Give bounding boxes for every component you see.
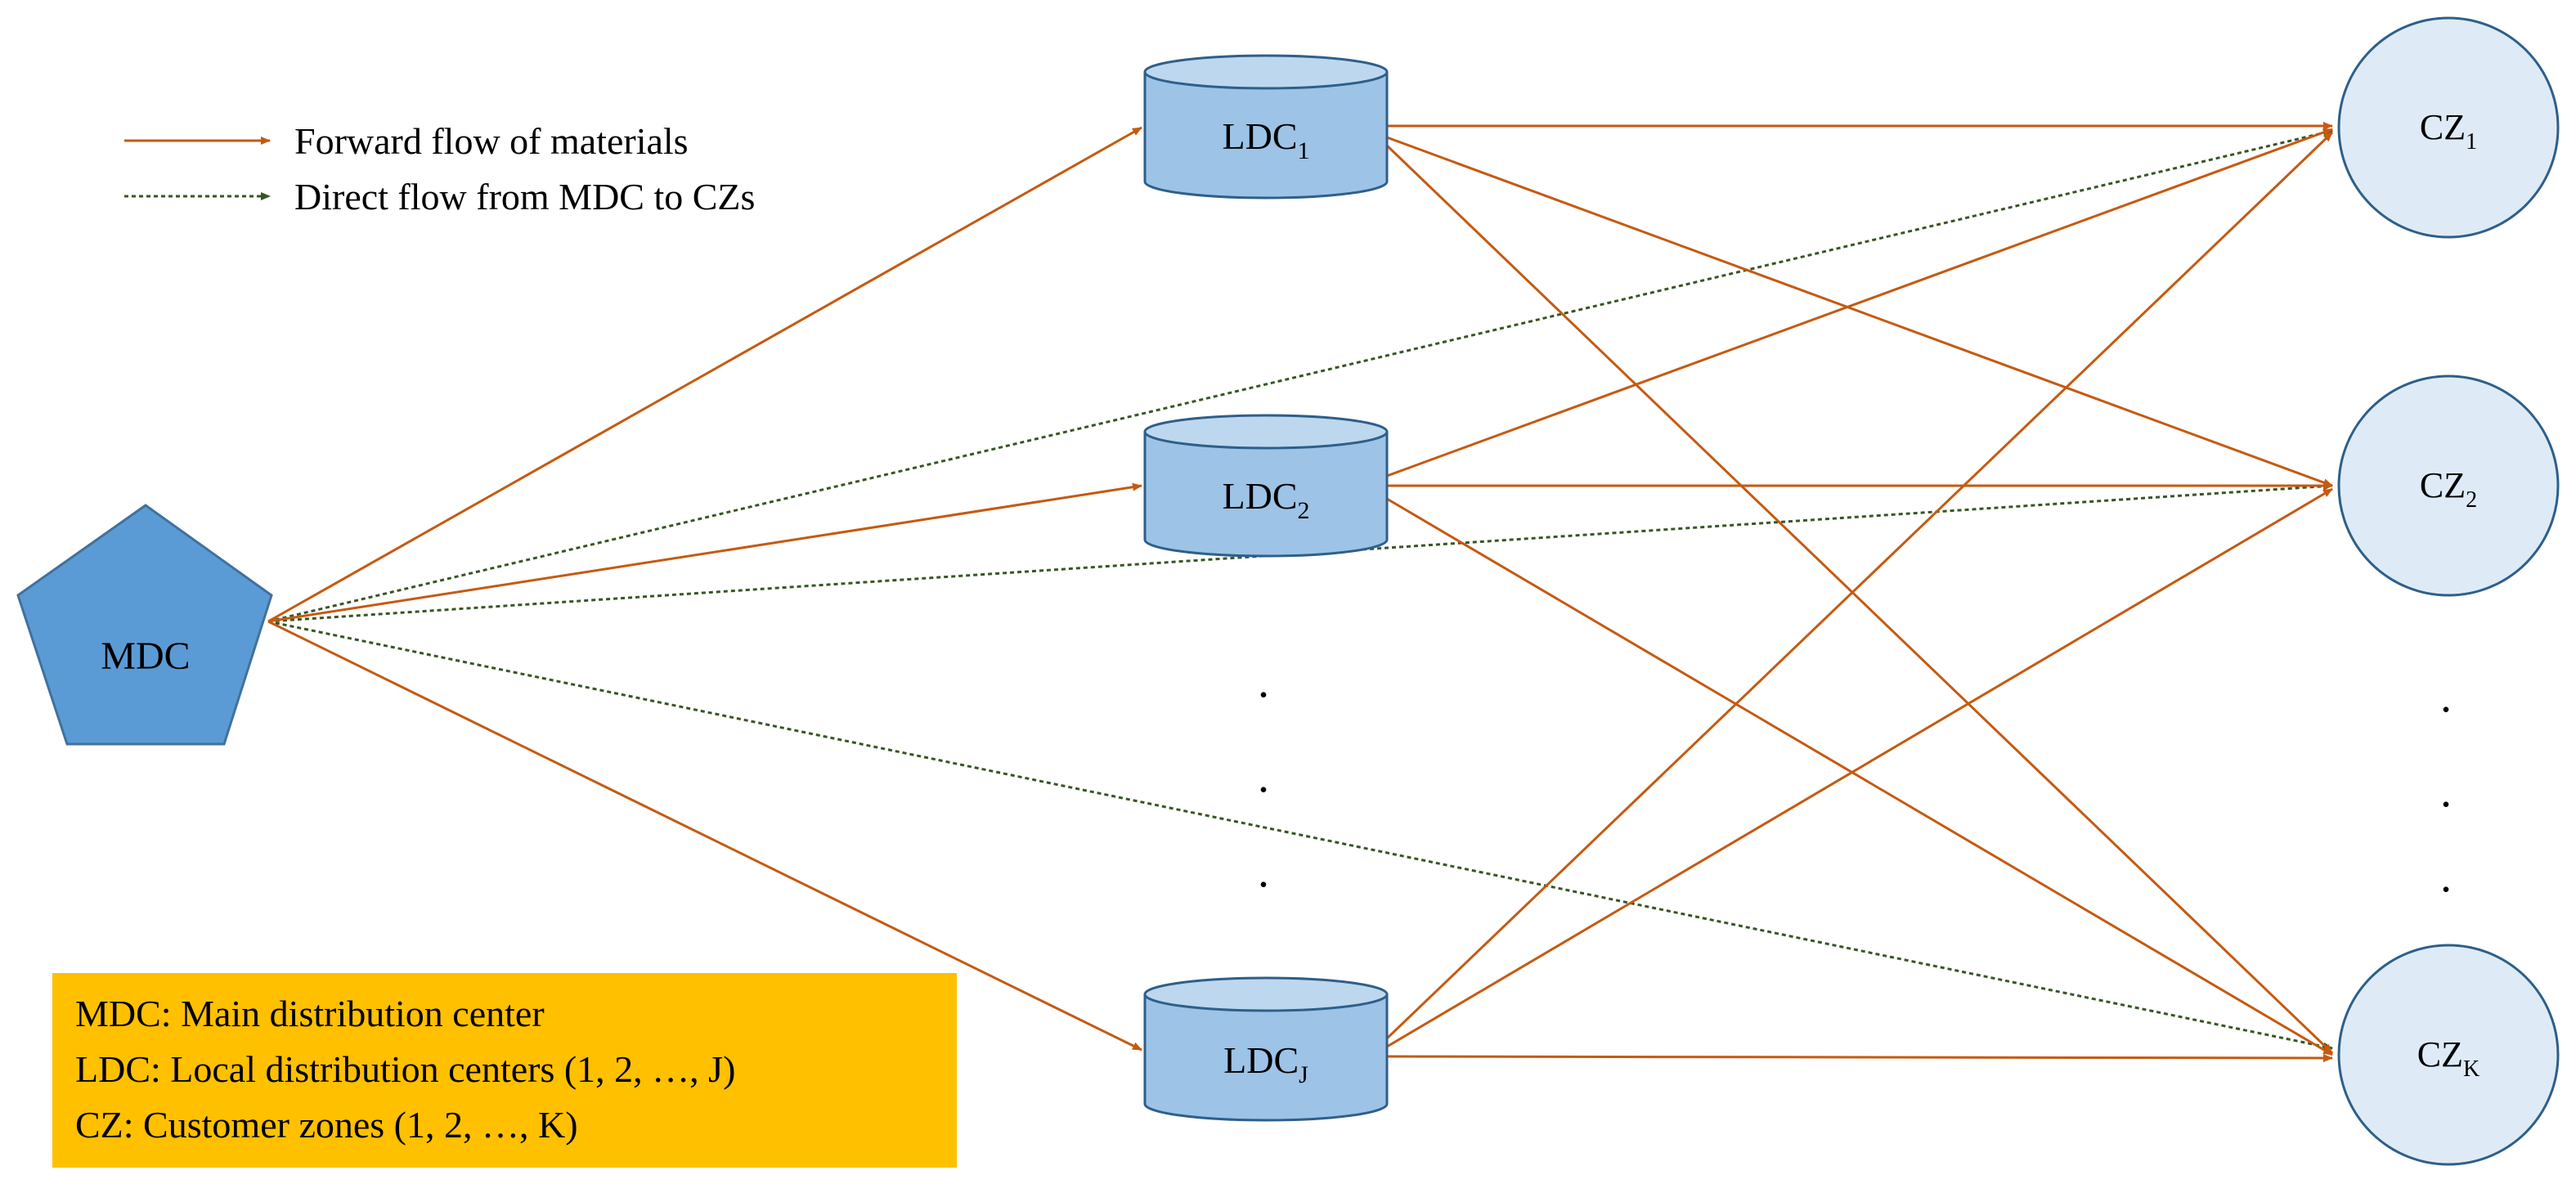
forward-edge-ldc1-cz2 [1386, 136, 2333, 487]
ldc-ellipsis-dot-1: . [1258, 657, 1269, 707]
ldc-node-2: LDC2 [1143, 414, 1389, 558]
abbreviation-key-box: MDC: Main distribution center LDC: Local… [52, 973, 957, 1168]
direct-edge-mdc-cz1 [267, 128, 2333, 623]
cz-1-circle [2337, 16, 2560, 239]
cz-node-2: CZ2 [2337, 374, 2560, 597]
cz-1-label-base: CZ [2420, 107, 2466, 147]
cz-1-label-sub: 1 [2466, 129, 2477, 155]
cz-ellipsis-dot-2: . [2440, 766, 2452, 817]
mdc-node: MDC [16, 504, 273, 746]
ldc-2-label-sub: 2 [1298, 497, 1310, 524]
cz-k-label-sub: K [2463, 1056, 2480, 1082]
cz-2-label-base: CZ [2420, 465, 2466, 505]
ldc-2-label-base: LDC [1223, 475, 1298, 517]
forward-edge-ldcj-cz2 [1386, 487, 2333, 1048]
cz-ellipsis-dot-1: . [2440, 671, 2452, 722]
ldc-2-cylinder-top [1143, 414, 1389, 450]
cz-node-k: CZK [2337, 944, 2560, 1166]
ldc-1-cylinder-top [1143, 54, 1389, 90]
ldc-ellipsis: . . . [1258, 657, 1269, 897]
mdc-to-ldc-edges [267, 126, 1142, 1052]
mdc-pentagon [16, 504, 273, 746]
direct-flow-edges [267, 128, 2333, 1051]
ldc-j-cylinder-body [1143, 994, 1389, 1122]
forward-edge-mdc-ldc2 [267, 482, 1142, 623]
ldc-to-cz-edges [1385, 122, 2334, 1062]
cz-2-label: CZ2 [2420, 465, 2477, 513]
forward-edge-ldc1-czk [1385, 144, 2334, 1055]
key-line-mdc: MDC: Main distribution center [75, 993, 545, 1034]
ldc-1-label: LDC1 [1223, 115, 1310, 164]
legend-forward-label: Forward flow of materials [294, 120, 689, 162]
key-line-ldc: LDC: Local distribution centers (1, 2, …… [75, 1048, 736, 1090]
forward-edge-ldcj-czk [1386, 1053, 2333, 1062]
ldc-ellipsis-dot-2: . [1258, 751, 1269, 802]
cz-ellipsis: . . . [2440, 671, 2452, 902]
forward-edge-ldc2-cz1 [1386, 128, 2333, 478]
legend: Forward flow of materials Direct flow fr… [124, 120, 755, 218]
cz-k-label: CZK [2417, 1034, 2480, 1082]
mdc-label: MDC [101, 635, 190, 678]
ldc-j-label-base: LDC [1223, 1039, 1299, 1081]
forward-edge-mdc-ldcj [267, 620, 1142, 1052]
forward-edge-mdc-ldc1 [267, 126, 1142, 623]
ldc-node-1: LDC1 [1143, 54, 1389, 200]
ldc-1-label-base: LDC [1223, 115, 1298, 157]
ldc-2-cylinder-body [1143, 432, 1389, 558]
cz-k-circle [2337, 944, 2560, 1166]
cz-2-circle [2337, 374, 2560, 597]
key-line-cz: CZ: Customer zones (1, 2, …, K) [75, 1104, 578, 1146]
cz-1-label: CZ1 [2420, 107, 2477, 155]
ldc-j-label-sub: J [1299, 1061, 1308, 1088]
cz-2-label-sub: 2 [2466, 487, 2477, 513]
ldc-node-j: LDCJ [1143, 976, 1389, 1122]
forward-edge-ldc2-czk [1386, 497, 2333, 1056]
ldc-j-label: LDCJ [1223, 1039, 1308, 1088]
cz-k-label-base: CZ [2417, 1034, 2463, 1074]
forward-edge-ldcj-cz1 [1385, 131, 2334, 1040]
ldc-j-cylinder-top [1143, 976, 1389, 1012]
ldc-1-cylinder-body [1143, 72, 1389, 200]
legend-direct-label: Direct flow from MDC to CZs [294, 176, 755, 218]
ldc-ellipsis-dot-3: . [1258, 846, 1269, 897]
ldc-2-label: LDC2 [1223, 475, 1310, 524]
direct-edge-mdc-czk [267, 620, 2333, 1051]
ldc-1-label-sub: 1 [1298, 137, 1310, 164]
cz-ellipsis-dot-3: . [2440, 851, 2452, 902]
cz-node-1: CZ1 [2337, 16, 2560, 239]
